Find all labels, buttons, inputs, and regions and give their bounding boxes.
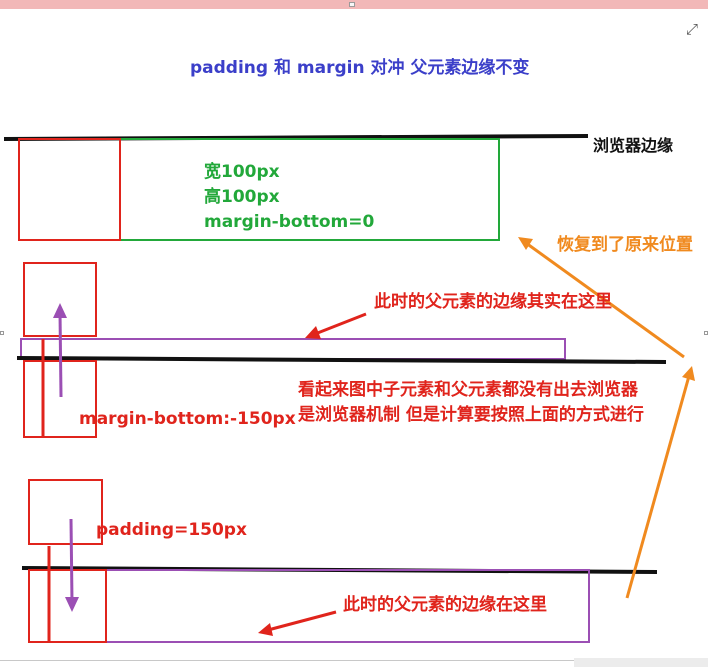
orange-arrow-1: [525, 241, 685, 359]
purple-arrow-down: [69, 518, 74, 603]
diagram-title: padding 和 margin 对冲 父元素边缘不变: [190, 58, 530, 78]
restored-label: 恢复到了原来位置: [557, 235, 693, 255]
red-arrow-3-head: [258, 623, 273, 636]
red-arrow-2-head: [305, 326, 321, 339]
purple-arrow-up: [58, 311, 63, 398]
resize-handle[interactable]: [349, 2, 355, 7]
parent-edge-here-label: 此时的父元素的边缘在这里: [343, 595, 547, 615]
bottom-scroll-area: [574, 658, 708, 667]
child-box-red-3b: [28, 569, 107, 643]
orange-arrow-2: [625, 375, 691, 599]
orange-arrow-2-head: [682, 366, 695, 381]
purple-arrow-up-head: [53, 303, 67, 318]
padding-label: padding=150px: [96, 520, 247, 540]
height-label: 高100px: [204, 187, 280, 207]
browser-edge-label: 浏览器边缘: [593, 136, 674, 155]
margin-bottom-zero-label: margin-bottom=0: [204, 212, 375, 232]
purple-arrow-down-head: [65, 597, 79, 612]
parent-edge-actual-label: 此时的父元素的边缘其实在这里: [374, 292, 612, 312]
window-top-bar: [0, 0, 708, 9]
browser-edge-line-2: [16, 356, 667, 364]
red-arrow-3: [267, 610, 337, 632]
parent-edge-purple-2: [20, 338, 566, 360]
right-resize-dot[interactable]: [704, 331, 708, 335]
width-label: 宽100px: [204, 162, 280, 182]
red-arrow-2: [314, 312, 367, 336]
explanation-line-1: 看起来图中子元素和父元素都没有出去浏览器: [298, 380, 638, 400]
explanation-line-2: 是浏览器机制 但是计算要按照上面的方式进行: [298, 405, 644, 425]
orange-arrow-1-head: [518, 237, 533, 250]
left-resize-dot[interactable]: [0, 331, 4, 335]
child-box-red-3a: [28, 479, 103, 545]
child-box-red-1: [18, 138, 121, 241]
expand-icon[interactable]: ⤢: [686, 20, 699, 38]
margin-bottom-negative-label: margin-bottom:-150px: [79, 409, 296, 429]
bottom-border: [0, 660, 574, 661]
